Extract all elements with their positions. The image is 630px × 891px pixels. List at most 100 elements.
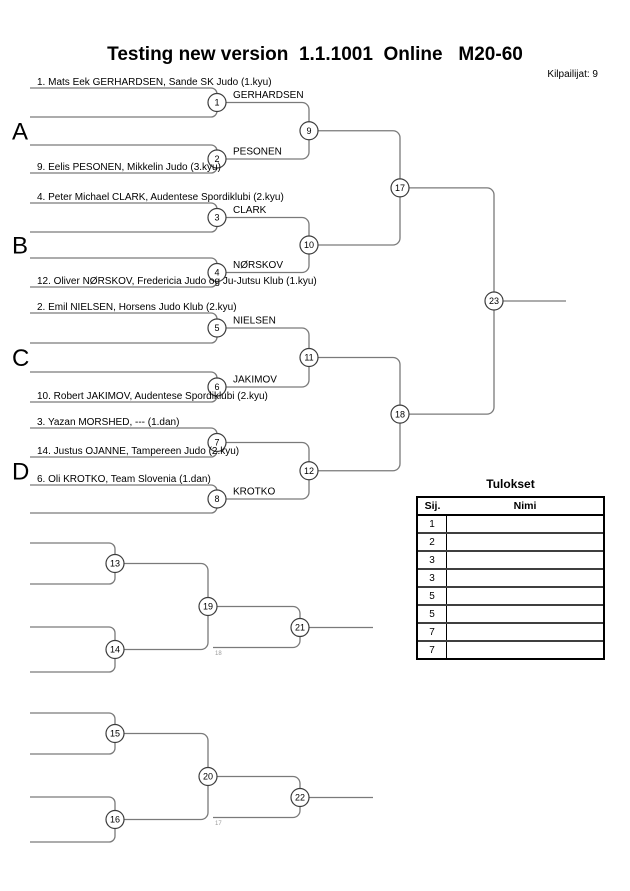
player-entry: 10. Robert JAKIMOV, Audentese Spordiklub…: [37, 391, 268, 402]
result-name-cell: [447, 534, 603, 550]
bracket-line: [124, 785, 209, 821]
match-number-6: 6: [214, 382, 219, 392]
match-circle-16[interactable]: [105, 809, 125, 830]
match-circle-15[interactable]: [105, 723, 125, 744]
player-entry: 3. Yazan MORSHED, --- (1.dan): [37, 417, 179, 428]
bracket-line: [124, 562, 209, 598]
match-number-18: 18: [395, 409, 405, 419]
match-number-1: 1: [214, 98, 219, 108]
bracket-line: [217, 605, 301, 619]
bracket-line: [226, 327, 310, 349]
player-entry: 12. Oliver NØRSKOV, Fredericia Judo og J…: [37, 276, 317, 287]
results-table-header: Sij. Nimi: [418, 498, 603, 516]
bracket-line: [30, 712, 116, 725]
match-number-10: 10: [304, 240, 314, 250]
match-number-4: 4: [214, 268, 219, 278]
match-number-2: 2: [214, 154, 219, 164]
match-circle-5[interactable]: [207, 318, 227, 338]
match-circle-21[interactable]: [290, 617, 310, 638]
result-row: 5: [418, 604, 603, 622]
match-circle-6[interactable]: [207, 377, 227, 397]
winner-name-label: KROTKO: [233, 487, 275, 498]
feed-from-match-label: 18: [215, 651, 222, 657]
player-entry: 9. Eelis PESONEN, Mikkelin Judo (3.kyu): [37, 162, 221, 173]
bracket-line: [30, 225, 218, 233]
winner-name-label: NIELSEN: [233, 316, 276, 327]
match-number-7: 7: [214, 438, 219, 448]
match-circle-10[interactable]: [299, 235, 319, 255]
match-number-14: 14: [110, 645, 120, 655]
result-name-cell: [447, 624, 603, 640]
match-number-15: 15: [110, 729, 120, 739]
match-circle-1[interactable]: [207, 92, 227, 113]
bracket-line: [30, 312, 218, 320]
winner-name-label: PESONEN: [233, 147, 282, 158]
match-circle-11[interactable]: [299, 347, 319, 368]
match-circle-8[interactable]: [207, 489, 227, 509]
bracket-line: [30, 658, 116, 673]
bracket-line: [226, 441, 310, 462]
result-place-cell: 5: [418, 588, 447, 604]
match-circle-4[interactable]: [207, 262, 227, 283]
result-row: 7: [418, 622, 603, 640]
results-col-place: Sij.: [424, 500, 441, 512]
match-circle-20[interactable]: [198, 766, 218, 787]
match-circle-22[interactable]: [290, 787, 310, 808]
bracket-line: [30, 336, 218, 344]
bracket-line: [30, 144, 218, 152]
page-title: Testing new version 1.1.1001 Online M20-…: [107, 44, 523, 65]
match-circle-3[interactable]: [207, 207, 227, 228]
player-entry: 4. Peter Michael CLARK, Audentese Spordi…: [37, 192, 284, 203]
result-place-cell: 7: [418, 624, 447, 640]
results-title: Tulokset: [486, 477, 535, 491]
bracket-line: [30, 626, 116, 641]
match-number-20: 20: [203, 772, 213, 782]
result-name-cell: [447, 606, 603, 622]
pool-label-C: C: [12, 345, 29, 372]
match-number-9: 9: [306, 126, 311, 136]
pool-label-B: B: [12, 233, 28, 260]
match-circle-23[interactable]: [484, 291, 504, 311]
match-number-5: 5: [214, 323, 219, 333]
repechage-feed-line: [213, 806, 301, 819]
bracket-line: [217, 775, 301, 789]
match-circle-18[interactable]: [390, 404, 410, 424]
match-number-17: 17: [395, 183, 405, 193]
bracket-line: [30, 742, 116, 755]
match-number-21: 21: [295, 623, 305, 633]
bracket-line: [226, 479, 310, 500]
result-row: 2: [418, 532, 603, 550]
match-circle-2[interactable]: [207, 149, 227, 169]
bracket-line: [30, 371, 218, 379]
result-name-cell: [447, 588, 603, 604]
winner-name-label: NØRSKOV: [233, 260, 283, 271]
match-circle-9[interactable]: [299, 121, 319, 141]
match-circle-14[interactable]: [105, 639, 125, 660]
match-circle-12[interactable]: [299, 461, 319, 481]
match-circle-17[interactable]: [390, 178, 410, 198]
bracket-line: [226, 216, 310, 236]
player-entry: 14. Justus OJANNE, Tampereen Judo (2.kyu…: [37, 446, 239, 457]
match-circle-7[interactable]: [207, 432, 227, 453]
match-number-12: 12: [304, 466, 314, 476]
match-circle-19[interactable]: [198, 596, 218, 617]
competitor-count-label: Kilpailijat: 9: [547, 69, 598, 80]
result-name-cell: [447, 642, 603, 658]
result-row: 1: [418, 516, 603, 532]
pool-label-A: A: [12, 118, 28, 145]
match-circle-13[interactable]: [105, 553, 125, 574]
bracket-line: [318, 423, 401, 472]
bracket-line: [30, 542, 116, 555]
bracket-line: [226, 139, 310, 160]
result-place-cell: 1: [418, 516, 447, 532]
winner-name-label: JAKIMOV: [233, 375, 277, 386]
bracket-line: [409, 187, 495, 292]
match-number-22: 22: [295, 793, 305, 803]
bracket-line: [30, 202, 218, 210]
match-number-16: 16: [110, 815, 120, 825]
bracket-line: [318, 196, 401, 246]
